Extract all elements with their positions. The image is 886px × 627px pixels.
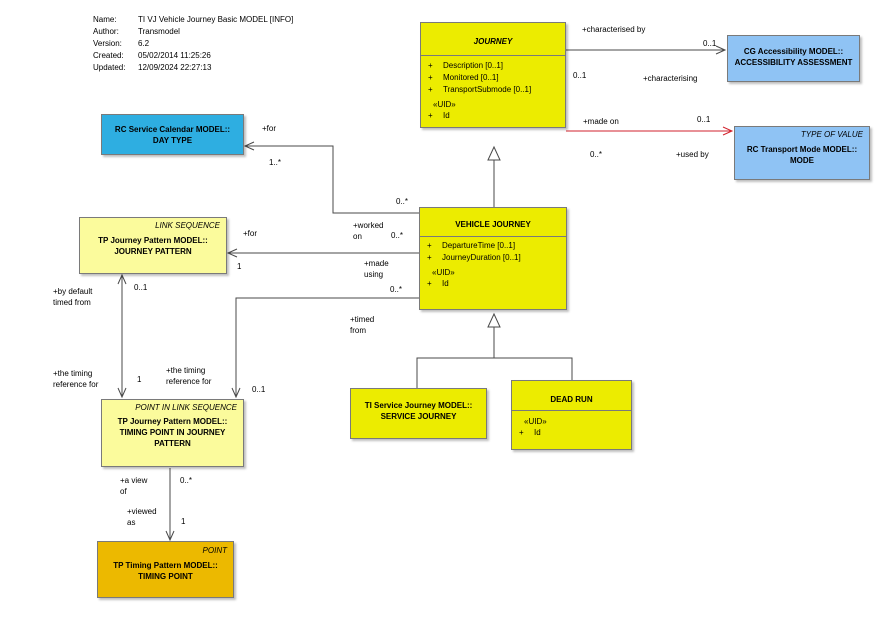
label-timing-ref2-1: +the timing [166, 366, 206, 375]
class-timing-point[interactable]: POINT TP Timing Pattern MODEL:: TIMING P… [97, 541, 234, 598]
label-viewed-as-1: +viewed [127, 507, 157, 516]
class-journey-name: JOURNEY [473, 37, 513, 46]
label-made-using-1: +made [364, 259, 389, 268]
assoc-characterised-by-arrow [715, 45, 727, 55]
class-tpijp-line2: TIMING POINT IN JOURNEY [119, 428, 226, 437]
attr-journey-duration: +JourneyDuration [0..1] [427, 253, 521, 262]
class-accessibility-line1: CG Accessibility MODEL:: [743, 47, 844, 56]
mult-daytype: 1..* [269, 158, 282, 167]
class-dead-run-name: DEAD RUN [550, 395, 593, 404]
label-view-of-2: of [120, 487, 127, 496]
mult-timing-ref2: 0..1 [252, 385, 266, 394]
class-day-type-line2: DAY TYPE [152, 136, 193, 145]
attr-monitored: +Monitored [0..1] [428, 73, 499, 82]
mult-worked-on-b: 0..* [391, 231, 404, 240]
mult-view-of: 0..* [180, 476, 193, 485]
assoc-worked-on-arrow [243, 141, 255, 151]
class-tpijp-stereotype: POINT IN LINK SEQUENCE [135, 403, 237, 412]
uid-stereotype: «UID» [433, 100, 456, 109]
class-mode-line1: RC Transport Mode MODEL:: [746, 145, 858, 154]
label-characterising: +characterising [643, 74, 698, 83]
class-journey-pattern-line1: TP Journey Pattern MODEL:: [98, 236, 208, 245]
label-view-of-1: +a view [120, 476, 148, 485]
label-worked-on-2: on [353, 232, 362, 241]
meta-version: Version:6.2 [93, 39, 150, 48]
label-made-using-2: using [364, 270, 384, 279]
uid-stereotype: «UID» [432, 268, 455, 277]
class-day-type-line1: RC Service Calendar MODEL:: [114, 125, 231, 134]
attr-id: +Id [428, 111, 450, 120]
class-service-journey-line1: TI Service Journey MODEL:: [364, 401, 473, 410]
gen-journey-triangle [487, 145, 501, 161]
label-timing-ref2-2: reference for [166, 377, 212, 386]
uid-stereotype: «UID» [524, 417, 547, 426]
dependency-made-on-arrow [722, 126, 734, 136]
label-timed-from-2: from [350, 326, 366, 335]
attr-departure-time: +DepartureTime [0..1] [427, 241, 516, 250]
label-worked-on-1: +worked [353, 221, 384, 230]
class-mode[interactable]: TYPE OF VALUE RC Transport Mode MODEL:: … [734, 126, 870, 180]
mult-worked-on-a: 0..* [396, 197, 409, 206]
label-characterised-by: +characterised by [582, 25, 646, 34]
gen-subclasses-vj [416, 327, 573, 388]
label-used-by: +used by [676, 150, 709, 159]
label-timing-ref-2: reference for [53, 380, 99, 389]
label-timed-from-1: +timed [350, 315, 375, 324]
meta-author: Author:Transmodel [93, 27, 180, 36]
class-tpijp-line1: TP Journey Pattern MODEL:: [117, 417, 228, 426]
class-timing-point-stereotype: POINT [202, 546, 227, 555]
label-for-daytype: +for [262, 124, 277, 133]
assoc-timed-from-arrow [231, 387, 241, 399]
class-service-journey-line2: SERVICE JOURNEY [380, 412, 457, 421]
mult-journey-pattern: 1 [237, 262, 242, 271]
attr-id: +Id [519, 428, 541, 437]
attr-id: +Id [427, 279, 449, 288]
mult-accessibility-top: 0..1 [703, 39, 717, 48]
meta-name: Name:TI VJ Vehicle Journey Basic MODEL [… [93, 15, 294, 24]
mult-timing-ref: 1 [137, 375, 142, 384]
gen-vj-triangle [487, 312, 501, 328]
class-service-journey[interactable]: TI Service Journey MODEL:: SERVICE JOURN… [350, 388, 487, 439]
class-journey-pattern-stereotype: LINK SEQUENCE [155, 221, 220, 230]
assoc-timed-from [235, 297, 419, 397]
label-viewed-as-2: as [127, 518, 136, 527]
label-timing-ref-1: +the timing [53, 369, 93, 378]
assoc-by-default-arrow-bottom [117, 387, 127, 399]
class-mode-line2: MODE [790, 156, 814, 165]
class-timing-point-in-journey-pattern[interactable]: POINT IN LINK SEQUENCE TP Journey Patter… [101, 399, 244, 467]
class-dead-run[interactable]: DEAD RUN «UID» +Id [511, 380, 632, 450]
mult-accessibility-bottom: 0..1 [573, 71, 587, 80]
label-for-journey-pattern: +for [243, 229, 258, 238]
assoc-by-default-arrow-top [117, 273, 127, 285]
label-by-default-2: timed from [53, 298, 91, 307]
mult-mode-top: 0..1 [697, 115, 711, 124]
meta-updated: Updated:12/09/2024 22:27:13 [93, 63, 212, 72]
attr-transport-submode: +TransportSubmode [0..1] [428, 85, 532, 94]
class-tpijp-line3: PATTERN [154, 439, 191, 448]
meta-created: Created:05/02/2014 11:25:26 [93, 51, 211, 60]
assoc-worked-on [245, 145, 419, 214]
class-journey-pattern[interactable]: LINK SEQUENCE TP Journey Pattern MODEL::… [79, 217, 227, 274]
mult-made-using: 0..* [390, 285, 403, 294]
class-day-type[interactable]: RC Service Calendar MODEL:: DAY TYPE [101, 114, 244, 155]
class-timing-point-line1: TP Timing Pattern MODEL:: [113, 561, 218, 570]
mult-mode-bottom: 0..* [590, 150, 603, 159]
mult-viewed-as: 1 [181, 517, 186, 526]
attr-description: +Description [0..1] [428, 61, 504, 70]
label-made-on: +made on [583, 117, 619, 126]
class-mode-stereotype: TYPE OF VALUE [800, 130, 863, 139]
label-by-default-1: +by default [53, 287, 93, 296]
class-timing-point-line2: TIMING POINT [138, 572, 193, 581]
class-journey[interactable]: JOURNEY +Description [0..1] +Monitored [… [420, 22, 566, 128]
mult-by-default: 0..1 [134, 283, 148, 292]
class-accessibility-assessment[interactable]: CG Accessibility MODEL:: ACCESSIBILITY A… [727, 35, 860, 82]
assoc-viewed-as-arrow [165, 530, 175, 542]
class-accessibility-line2: ACCESSIBILITY ASSESSMENT [734, 58, 853, 67]
class-journey-pattern-line2: JOURNEY PATTERN [114, 247, 192, 256]
class-vehicle-journey[interactable]: VEHICLE JOURNEY +DepartureTime [0..1] +J… [419, 207, 567, 310]
assoc-made-using-arrow [226, 248, 238, 258]
class-vehicle-journey-name: VEHICLE JOURNEY [455, 220, 531, 229]
